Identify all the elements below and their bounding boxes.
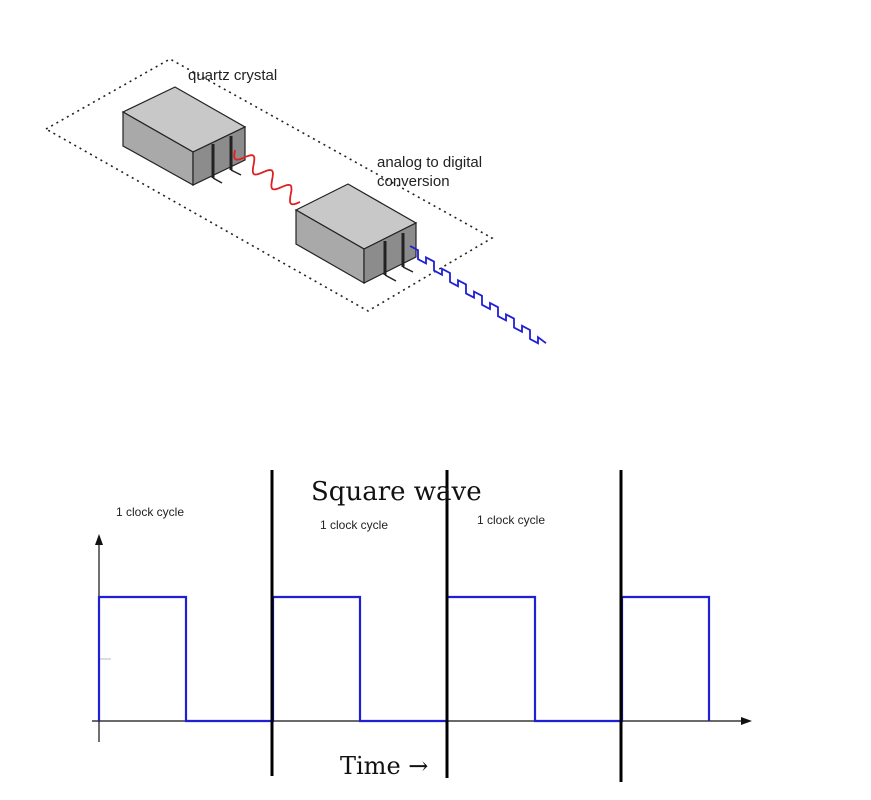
adc-label-line2: conversion xyxy=(377,173,450,190)
quartz-diagram: quartz crystal analog to digital convers… xyxy=(44,58,547,345)
dotted-boundary xyxy=(44,58,494,312)
square-wave-signal xyxy=(97,595,711,723)
adc-label-line1: analog to digital xyxy=(377,154,482,171)
analog-signal-wave xyxy=(233,149,301,206)
y-axis-arrow xyxy=(95,534,103,545)
x-axis-label: Time → xyxy=(340,752,428,780)
x-axis-arrow xyxy=(741,717,752,725)
square-wave-diagram: Square wave 1 clock cycle 1 clock cycle … xyxy=(92,470,752,782)
adc-block xyxy=(294,183,418,285)
quartz-crystal-block xyxy=(121,86,247,187)
cycle-label-3: 1 clock cycle xyxy=(477,513,545,527)
quartz-crystal-label: quartz crystal xyxy=(188,67,277,84)
chart-title: Square wave xyxy=(311,477,482,507)
cycle-label-1: 1 clock cycle xyxy=(116,505,184,519)
cycle-label-2: 1 clock cycle xyxy=(320,518,388,532)
digital-signal-wave xyxy=(409,245,547,345)
